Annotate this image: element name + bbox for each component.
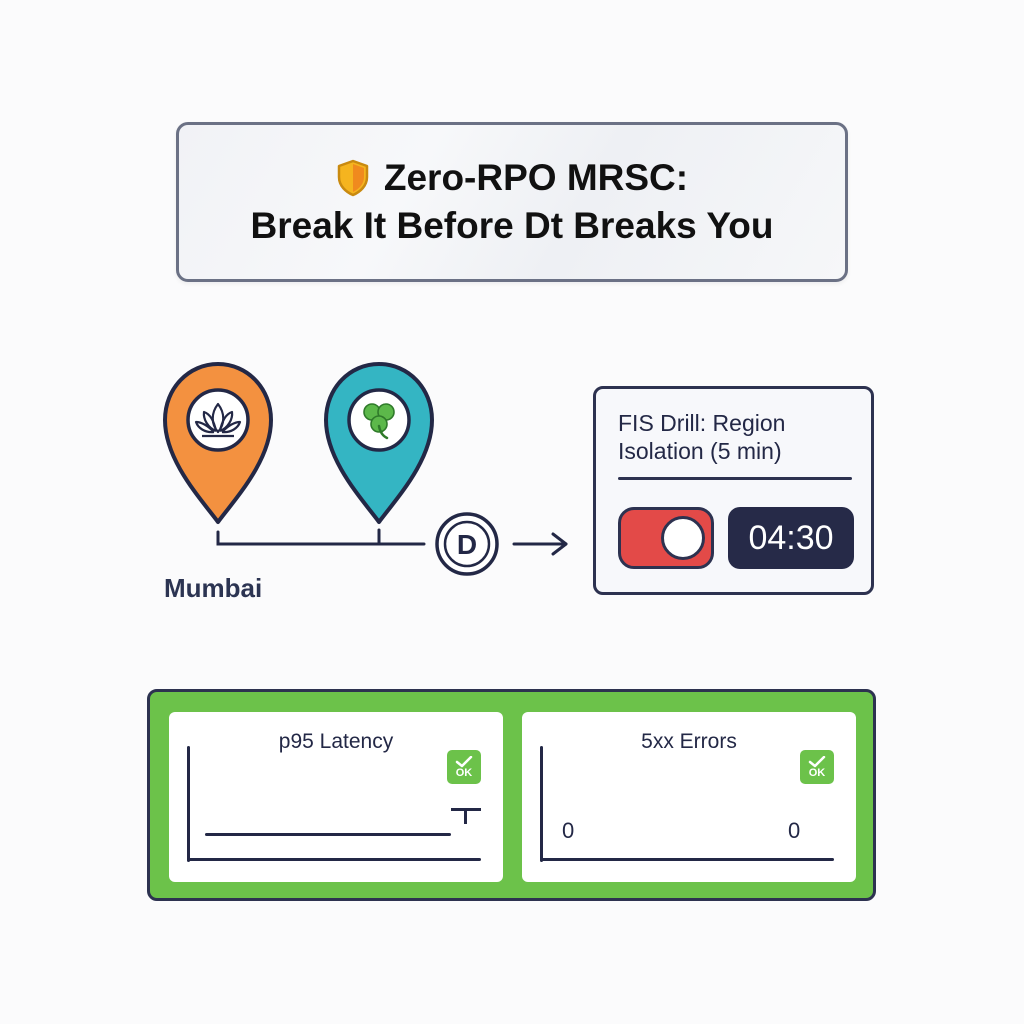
d-node-letter: D [457,529,477,560]
ok-badge-text: OK [455,766,473,779]
page-title-line-2: Break It Before Dt Breaks You [250,205,774,246]
countdown-timer: 04:30 [728,507,854,569]
ok-badge: OK [447,750,481,784]
errors-panel-title: 5xx Errors [641,730,737,753]
latency-trend-line [205,833,451,836]
errors-start-value: 0 [562,818,575,843]
shamrock-icon [363,403,395,440]
region-label: Mumbai [164,573,263,603]
chart-x-axis [187,858,481,861]
region-pin-mumbai[interactable] [163,362,273,524]
toggle-knob [661,516,705,560]
threshold-marker-stem [464,808,467,824]
latency-panel: p95 Latency OK [169,712,503,882]
latency-panel-title: p95 Latency [278,730,394,753]
ok-badge: OK [800,750,834,784]
chart-y-axis [540,746,543,862]
arrow-right-icon [512,532,568,556]
metrics-panel-group: p95 Latency OK 5xx Errors OK 0 0 [147,689,876,901]
title-line-1: Zero-RPO MRSC: [336,154,688,202]
drill-divider [618,477,852,480]
shield-icon [337,159,369,197]
errors-panel: 5xx Errors OK 0 0 [522,712,856,882]
chart-y-axis [187,746,190,862]
page-title-line-1: Zero-RPO MRSC: [383,157,689,198]
region-pin-secondary[interactable] [324,362,434,524]
isolation-toggle[interactable] [618,507,714,569]
errors-end-value: 0 [788,818,801,843]
connector-line [216,530,426,546]
fis-drill-card: FIS Drill: Region Isolation (5 min) 04:3… [593,386,874,595]
d-node[interactable]: D [435,512,499,576]
title-card: Zero-RPO MRSC: Break It Before Dt Breaks… [176,122,848,282]
ok-badge-text: OK [808,766,826,779]
lotus-icon [194,402,242,438]
check-icon [455,755,473,767]
check-icon [808,755,826,767]
drill-title: FIS Drill: Region Isolation (5 min) [618,410,786,464]
chart-x-axis [540,858,834,861]
